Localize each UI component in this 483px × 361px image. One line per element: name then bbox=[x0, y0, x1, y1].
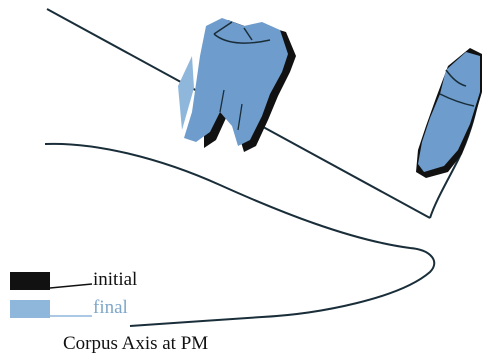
legend-line-initial bbox=[50, 284, 92, 288]
legend-label-initial: initial bbox=[93, 270, 137, 290]
premolar-tooth bbox=[416, 48, 482, 178]
legend-label-final: final bbox=[93, 298, 128, 318]
premolar-final-crown bbox=[418, 52, 480, 172]
legend-swatch-final bbox=[10, 300, 50, 318]
legend-swatch-initial bbox=[10, 272, 50, 290]
molar-final-crown bbox=[184, 18, 288, 146]
diagram-caption: Corpus Axis at PM bbox=[63, 334, 208, 354]
molar-tooth bbox=[178, 18, 296, 152]
